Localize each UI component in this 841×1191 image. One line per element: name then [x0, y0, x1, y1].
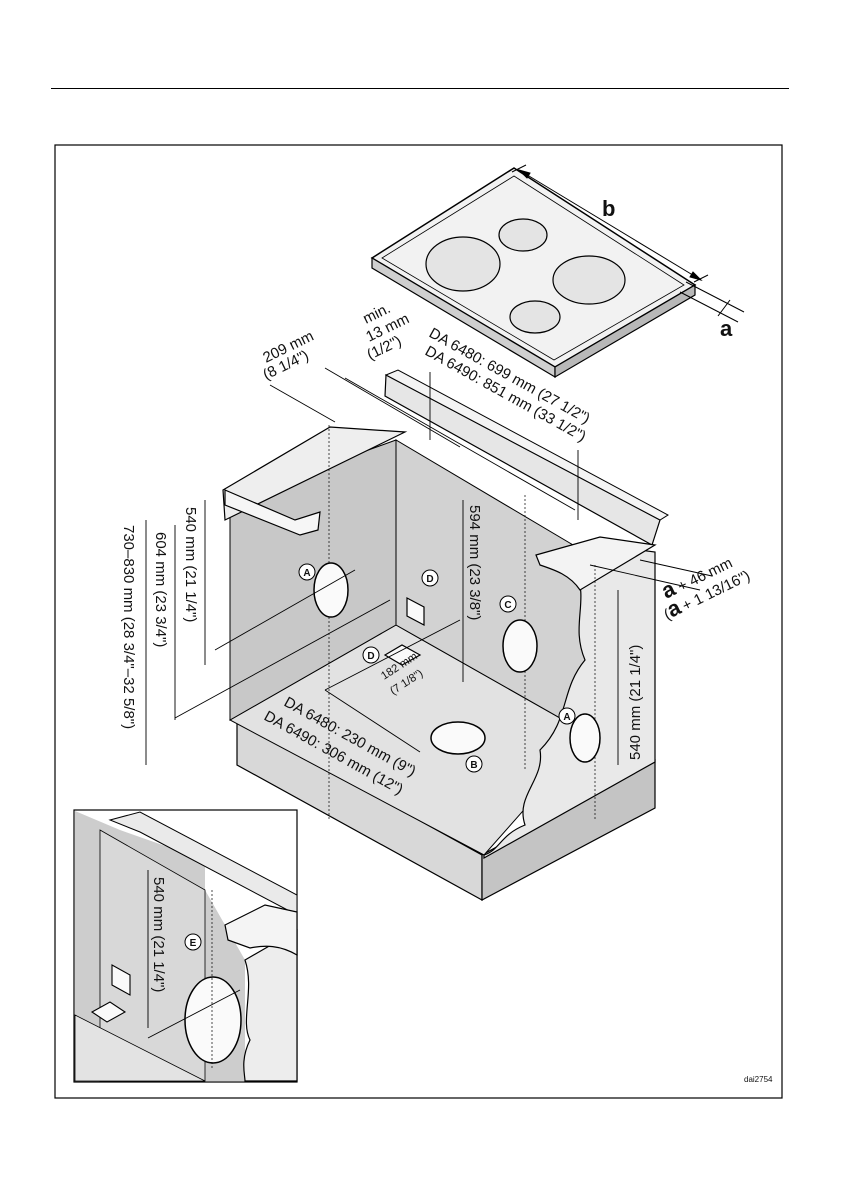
opening-a-right — [569, 713, 601, 763]
marker-c: C — [499, 595, 517, 613]
marker-d-wall-text: D — [426, 574, 433, 585]
label-a-plus-46-paren: ( — [661, 606, 673, 623]
burner-small-front — [509, 300, 561, 334]
cabinet — [222, 369, 669, 902]
marker-e: E — [184, 933, 202, 951]
marker-a-right-text: A — [563, 712, 570, 723]
opening-b — [430, 721, 486, 755]
label-inset-540: 540 mm (21 1/4") — [150, 877, 167, 992]
figure-frame — [54, 144, 783, 1099]
label-height-604: 604 mm (23 3/4") — [152, 532, 169, 647]
cooktop — [370, 167, 697, 379]
marker-d-floor-text: D — [367, 651, 374, 662]
opening-e — [184, 976, 242, 1064]
label-right-540: 540 mm (21 1/4") — [627, 645, 644, 760]
label-height-540: 540 mm (21 1/4") — [182, 507, 199, 622]
dimension-a — [679, 281, 745, 323]
socket-d-floor — [383, 644, 422, 666]
opening-c — [502, 619, 538, 673]
burner-small-back — [498, 218, 548, 252]
inset-detail — [73, 809, 298, 1083]
marker-d-wall: D — [421, 569, 439, 587]
marker-a-left-text: A — [303, 568, 310, 579]
dimension-lines — [145, 367, 713, 765]
marker-b-text: B — [470, 760, 477, 771]
marker-a-right: A — [558, 707, 576, 725]
marker-c-text: C — [504, 600, 511, 611]
header-rule — [51, 88, 789, 89]
dimension-b — [511, 164, 709, 283]
opening-a-left — [313, 562, 349, 618]
marker-e-text: E — [190, 938, 197, 949]
openings — [313, 562, 601, 763]
label-height-594: 594 mm (23 3/8") — [466, 505, 483, 620]
marker-a-left: A — [298, 563, 316, 581]
burner-large-left — [425, 236, 501, 292]
label-height-730-830: 730–830 mm (28 3/4"–32 5/8") — [120, 525, 137, 729]
marker-d-floor: D — [362, 646, 380, 664]
figure-reference: dai2754 — [744, 1075, 773, 1084]
socket-d-wall — [406, 597, 425, 626]
burner-large-right — [552, 255, 626, 305]
label-a: a — [720, 316, 733, 341]
label-b: b — [602, 196, 615, 221]
marker-b: B — [465, 755, 483, 773]
